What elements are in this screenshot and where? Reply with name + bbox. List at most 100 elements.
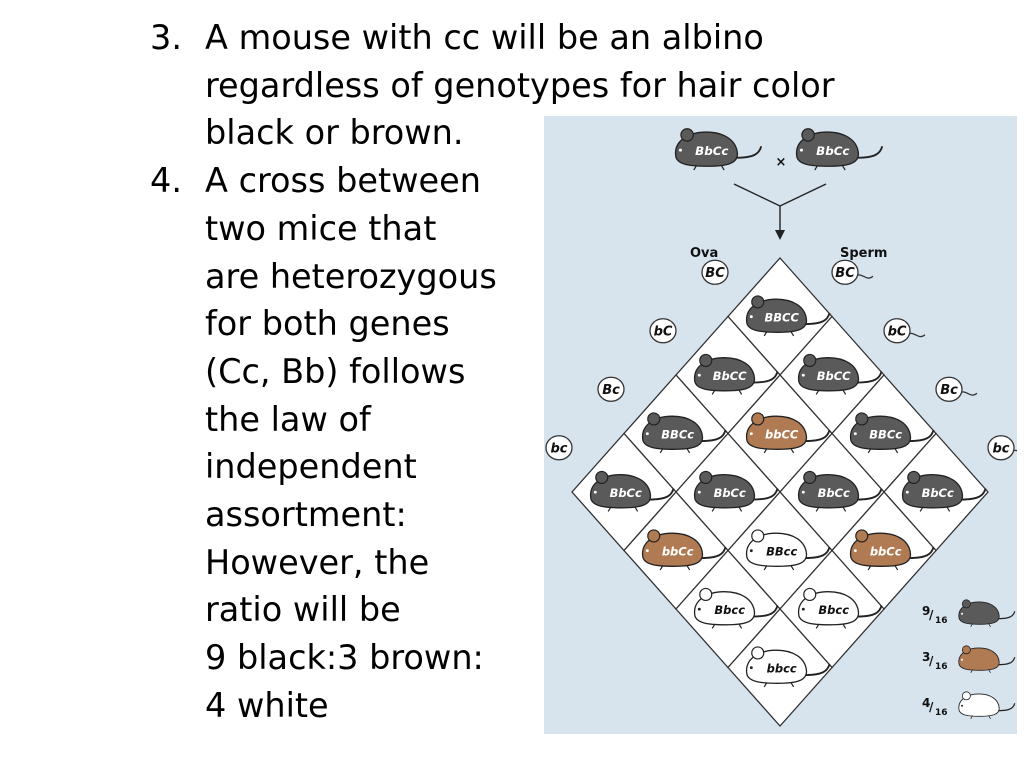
offspring-mouse: BBCc [642,412,727,454]
mouse-tail [909,546,935,559]
text-line: 9 black:3 brown: [205,638,484,678]
mouse-ear [699,353,713,368]
genotype-label: bbCc [870,544,902,558]
mouse-feet [711,623,743,629]
cross-symbol: × [776,155,787,170]
genotype-label: BbCc [714,486,746,500]
mouse-ear [855,529,869,543]
mouse-feet [763,448,795,454]
mouse-ear [803,587,817,602]
list-number: 3. [150,18,182,57]
genotype-label: bbCc [662,544,694,558]
mouse-eye [853,549,857,553]
gamete-circle [935,376,963,402]
mouse-eye [749,315,753,319]
text-line: 4 white [205,685,329,725]
genotype-label: BBCc [661,427,694,441]
mouse-eye [961,704,964,707]
gamete-circle [649,318,677,344]
mouse-tail [857,146,884,159]
mouse-eye [593,490,597,494]
mouse-feet [970,715,991,719]
ova-label: Ova [690,246,718,261]
slide-text: 3. A mouse with cc will be an albino reg… [150,14,980,730]
gamete-circle [831,259,859,285]
offspring-mouse: BbCC [694,353,779,395]
text-line: black or brown. [205,113,464,153]
mouse-ear [595,470,609,485]
gamete-bC: bC [649,318,677,344]
mouse-feet [970,669,991,673]
mouse-eye [801,607,805,611]
text-line: are heterozygous [205,256,497,296]
offspring-mouse: bbCc [642,529,727,571]
genotype-label: BbCc [816,144,849,158]
mouse-eye [801,490,805,494]
gamete-circle [701,259,729,285]
mouse-eye [905,490,909,494]
ratio-slash: / [929,700,934,714]
gamete-bC: bC [883,318,926,344]
offspring-mouse: BbCc [590,470,675,512]
ratio-numerator: 9 [922,604,930,618]
genotype-label: BBcc [766,544,797,558]
gamete-label: Bc [602,383,620,398]
mouse-ear [803,353,817,368]
offspring-mouse: BbCC [798,353,883,395]
offspring-mouse: BbCc [798,470,883,512]
text-line: two mice that [205,208,437,248]
mouse-feet [693,164,725,171]
ratio-mouse-white [958,691,1016,719]
mouse-ear [647,529,661,543]
ratio-mouse-black [958,599,1016,627]
offspring-mouse: bbCc [850,529,935,571]
mouse-ear [680,128,694,142]
offspring-mouse: bbcc [746,646,831,688]
mouse-tail [753,488,779,501]
mouse-feet [815,623,847,629]
mouse-feet [711,506,743,512]
arrow-head [775,230,785,240]
mouse-tail [701,429,727,442]
gamete-BC: BC [831,259,874,285]
mouse-ear [961,691,971,701]
ratio-numerator: 3 [922,650,930,664]
gamete-Bc: Bc [597,376,625,402]
ratio-denominator: 16 [935,662,948,672]
gamete-label: bc [550,441,567,456]
mouse-feet [763,682,795,688]
mouse-tail [736,146,763,159]
mouse-tail [753,371,779,384]
mouse-tail [998,657,1016,666]
mouse-ear [751,412,765,426]
mouse-tail [805,312,831,325]
mouse-tail [909,429,935,442]
text-line: (Cc, Bb) follows [205,351,466,391]
offspring-mouse: BBcc [746,529,831,571]
mouse-tail [805,546,831,559]
mouse-eye [678,148,682,152]
sperm-tail [855,274,874,279]
gamete-bc: bc [987,435,1017,461]
genotype-label: BBCC [764,310,799,324]
mouse-feet [815,389,847,395]
offspring-mouse: BbCc [902,470,987,512]
gamete-label: bc [992,441,1009,456]
text-line: assortment: [205,495,407,535]
gamete-Bc: Bc [935,376,978,402]
text-line: However, the [205,542,430,582]
text-line: independent [205,447,417,487]
mouse-feet [607,506,639,512]
mouse-ear [907,470,921,485]
cross-lines [733,183,827,234]
ratio-brown: 3/16 [922,650,948,672]
gamete-label: BC [835,266,855,281]
list-item-4: 4. A cross between two mice that are het… [150,157,980,729]
mouse-tail [805,663,831,676]
mouse-eye [749,666,753,670]
mouse-feet [814,164,846,171]
genotype-label: Bbcc [818,603,849,617]
sperm-label: Sperm [840,246,887,261]
gamete-circle [545,435,573,461]
